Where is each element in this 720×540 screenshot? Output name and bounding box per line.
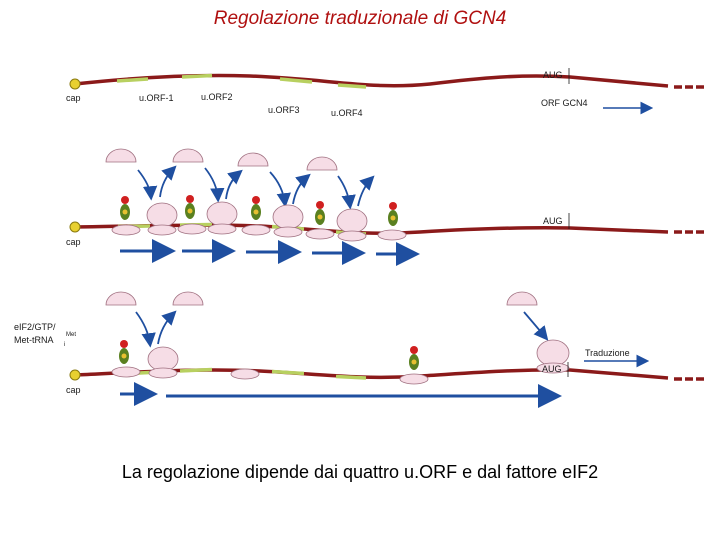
ribosome-small-subunit [177, 223, 207, 235]
uorf-segment [271, 369, 305, 376]
ribosome-small-subunit [536, 362, 570, 374]
met-trna-label: Met-tRNA [14, 335, 54, 345]
cap-icon [69, 221, 81, 233]
recycling-arrow [225, 169, 243, 200]
slide-title: Regolazione traduzionale di GCN4 [213, 8, 507, 29]
uorf4-label: u.ORF4 [331, 108, 363, 118]
uorf-segment [337, 83, 367, 89]
aug-label: AUG [543, 216, 563, 226]
ribosome-small-subunit [207, 223, 237, 235]
ribosome-large-subunit [206, 201, 238, 227]
ribosome-small-subunit [105, 291, 137, 306]
ribosome-small-subunit [105, 148, 137, 163]
cap-label: cap [66, 93, 81, 103]
aug-label: AUG [542, 364, 562, 374]
ribosome-small-subunit [305, 228, 335, 240]
recycling-arrow [135, 311, 156, 348]
ribosome-small-subunit [506, 291, 538, 306]
uorf1-label: u.ORF-1 [139, 93, 174, 103]
ternary-complex-icon [120, 196, 130, 220]
ternary-complex-icon [388, 202, 398, 226]
ternary-complex-icon [185, 195, 195, 219]
met-trna-subscript: i [64, 342, 65, 348]
ribosome-small-subunit [399, 373, 429, 385]
recycling-arrow [292, 173, 311, 205]
ribosome-small-subunit [377, 229, 407, 241]
ribosome-small-subunit [111, 366, 141, 378]
recycling-arrow [159, 165, 177, 198]
aug-label: AUG [543, 70, 563, 80]
eif2-label: eIF2/GTP/ [14, 322, 56, 332]
recycling-arrow [357, 175, 375, 207]
ribosome-large-subunit [536, 339, 570, 367]
uorf-segment [179, 367, 213, 373]
panel-1: cap u.ORF-1 u.ORF2 u.ORF3 u.ORF4 AUG ORF… [66, 68, 706, 118]
mrna-strand [74, 73, 669, 88]
ternary-complex-icon [251, 196, 261, 220]
recycling-arrow [269, 171, 291, 208]
recycling-arrow [204, 167, 225, 203]
ternary-complex-icon [409, 346, 419, 370]
ribosome-small-subunit [230, 368, 260, 380]
panel-2: cap AUG [66, 148, 706, 266]
ribosome-small-subunit [111, 224, 141, 236]
ternary-complex-icon [119, 340, 129, 364]
recycling-arrow [523, 311, 549, 341]
ternary-complex-icon [315, 201, 325, 225]
cap-icon [69, 369, 81, 381]
recycling-arrow [337, 175, 356, 210]
cap-label: cap [66, 385, 81, 395]
ribosome-small-subunit [237, 152, 269, 167]
recycling-arrow [137, 169, 158, 201]
ribosome-small-subunit [172, 291, 204, 306]
ribosome-small-subunit [147, 224, 177, 236]
ribosome-small-subunit [306, 156, 338, 171]
cap-label: cap [66, 237, 81, 247]
slide-caption: La regolazione dipende dai quattro u.ORF… [121, 462, 599, 482]
ribosome-small-subunit [241, 224, 271, 236]
uorf-segment [279, 77, 313, 84]
ribosome-small-subunit [337, 230, 367, 242]
recycling-arrow [157, 310, 177, 345]
uorf-segment [335, 374, 367, 380]
ribosome-large-subunit [336, 208, 368, 234]
ribosome-large-subunit [147, 346, 179, 372]
ribosome-small-subunit [172, 148, 204, 163]
uorf2-label: u.ORF2 [201, 92, 233, 102]
orf-gcn4-label: ORF GCN4 [541, 98, 588, 108]
traduzione-label: Traduzione [585, 348, 630, 358]
uorf-segment [181, 73, 213, 79]
ribosome-small-subunit [148, 367, 178, 379]
met-trna-superscript: Met [66, 332, 76, 338]
uorf3-label: u.ORF3 [268, 105, 300, 115]
uorf-segment [116, 77, 149, 83]
ribosome-small-subunit [273, 226, 303, 238]
cap-icon [69, 78, 81, 90]
ribosome-large-subunit [272, 204, 304, 230]
ribosome-large-subunit [146, 202, 178, 228]
panel-3: eIF2/GTP/ Met-tRNA i Met Traduzione cap … [14, 291, 706, 408]
